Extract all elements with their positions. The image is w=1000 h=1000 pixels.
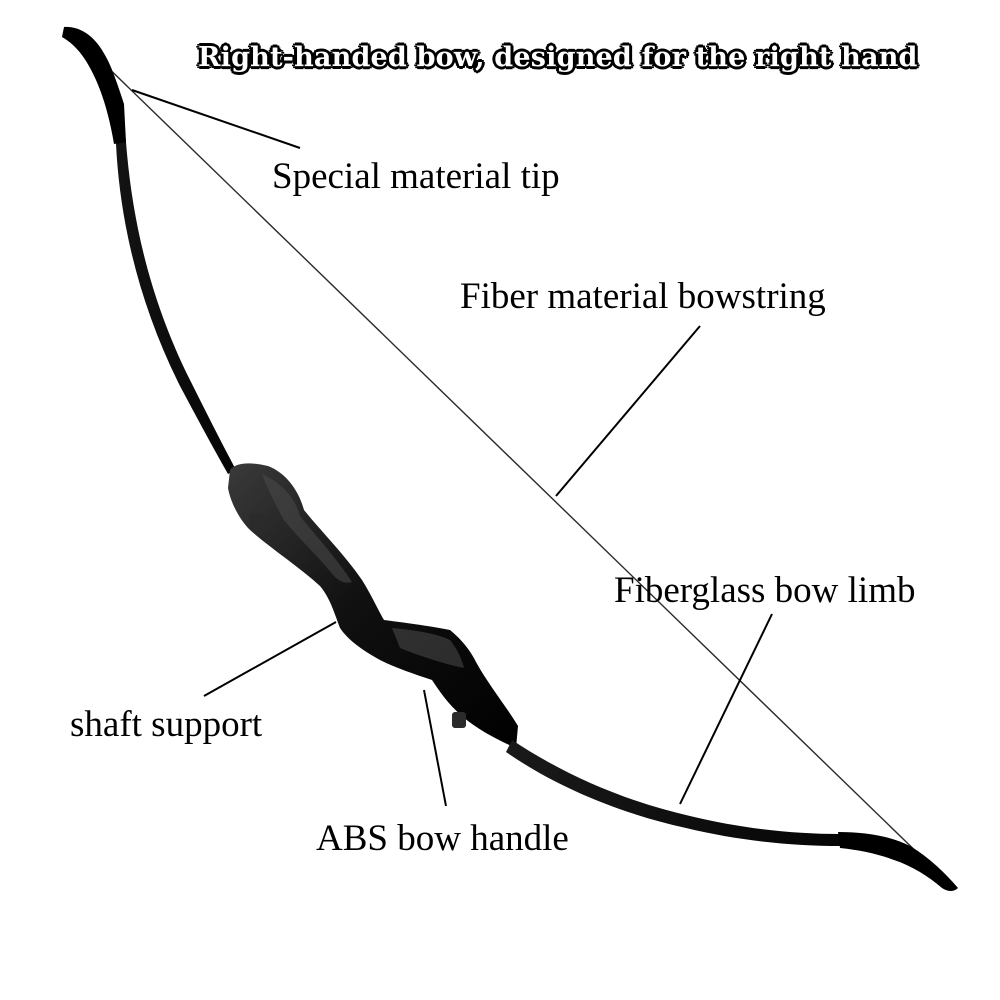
callout-line-tip [131, 89, 301, 149]
riser-highlight [262, 474, 352, 583]
upper-tip [62, 26, 126, 144]
callout-line-handle [423, 689, 447, 807]
lower-limb-bolt [452, 712, 466, 728]
grip-highlight [392, 628, 464, 668]
callout-line-bowstring [555, 325, 701, 497]
upper-limb-bolt [250, 514, 264, 530]
headline-banner: Right-handed bow, designed for the right… [198, 42, 918, 73]
label-fiberglass-bow-limb: Fiberglass bow limb [614, 570, 916, 611]
lower-tip [838, 832, 958, 891]
label-shaft-support: shaft support [70, 704, 263, 745]
lower-limb [506, 740, 840, 846]
label-special-material-tip: Special material tip [272, 156, 560, 197]
riser [228, 463, 518, 748]
label-abs-bow-handle: ABS bow handle [316, 818, 569, 859]
callout-line-shaft [203, 621, 337, 697]
callout-line-limb [679, 613, 773, 805]
bowstring [94, 54, 931, 866]
upper-limb [64, 28, 236, 474]
label-fiber-material-bowstring: Fiber material bowstring [460, 276, 826, 317]
